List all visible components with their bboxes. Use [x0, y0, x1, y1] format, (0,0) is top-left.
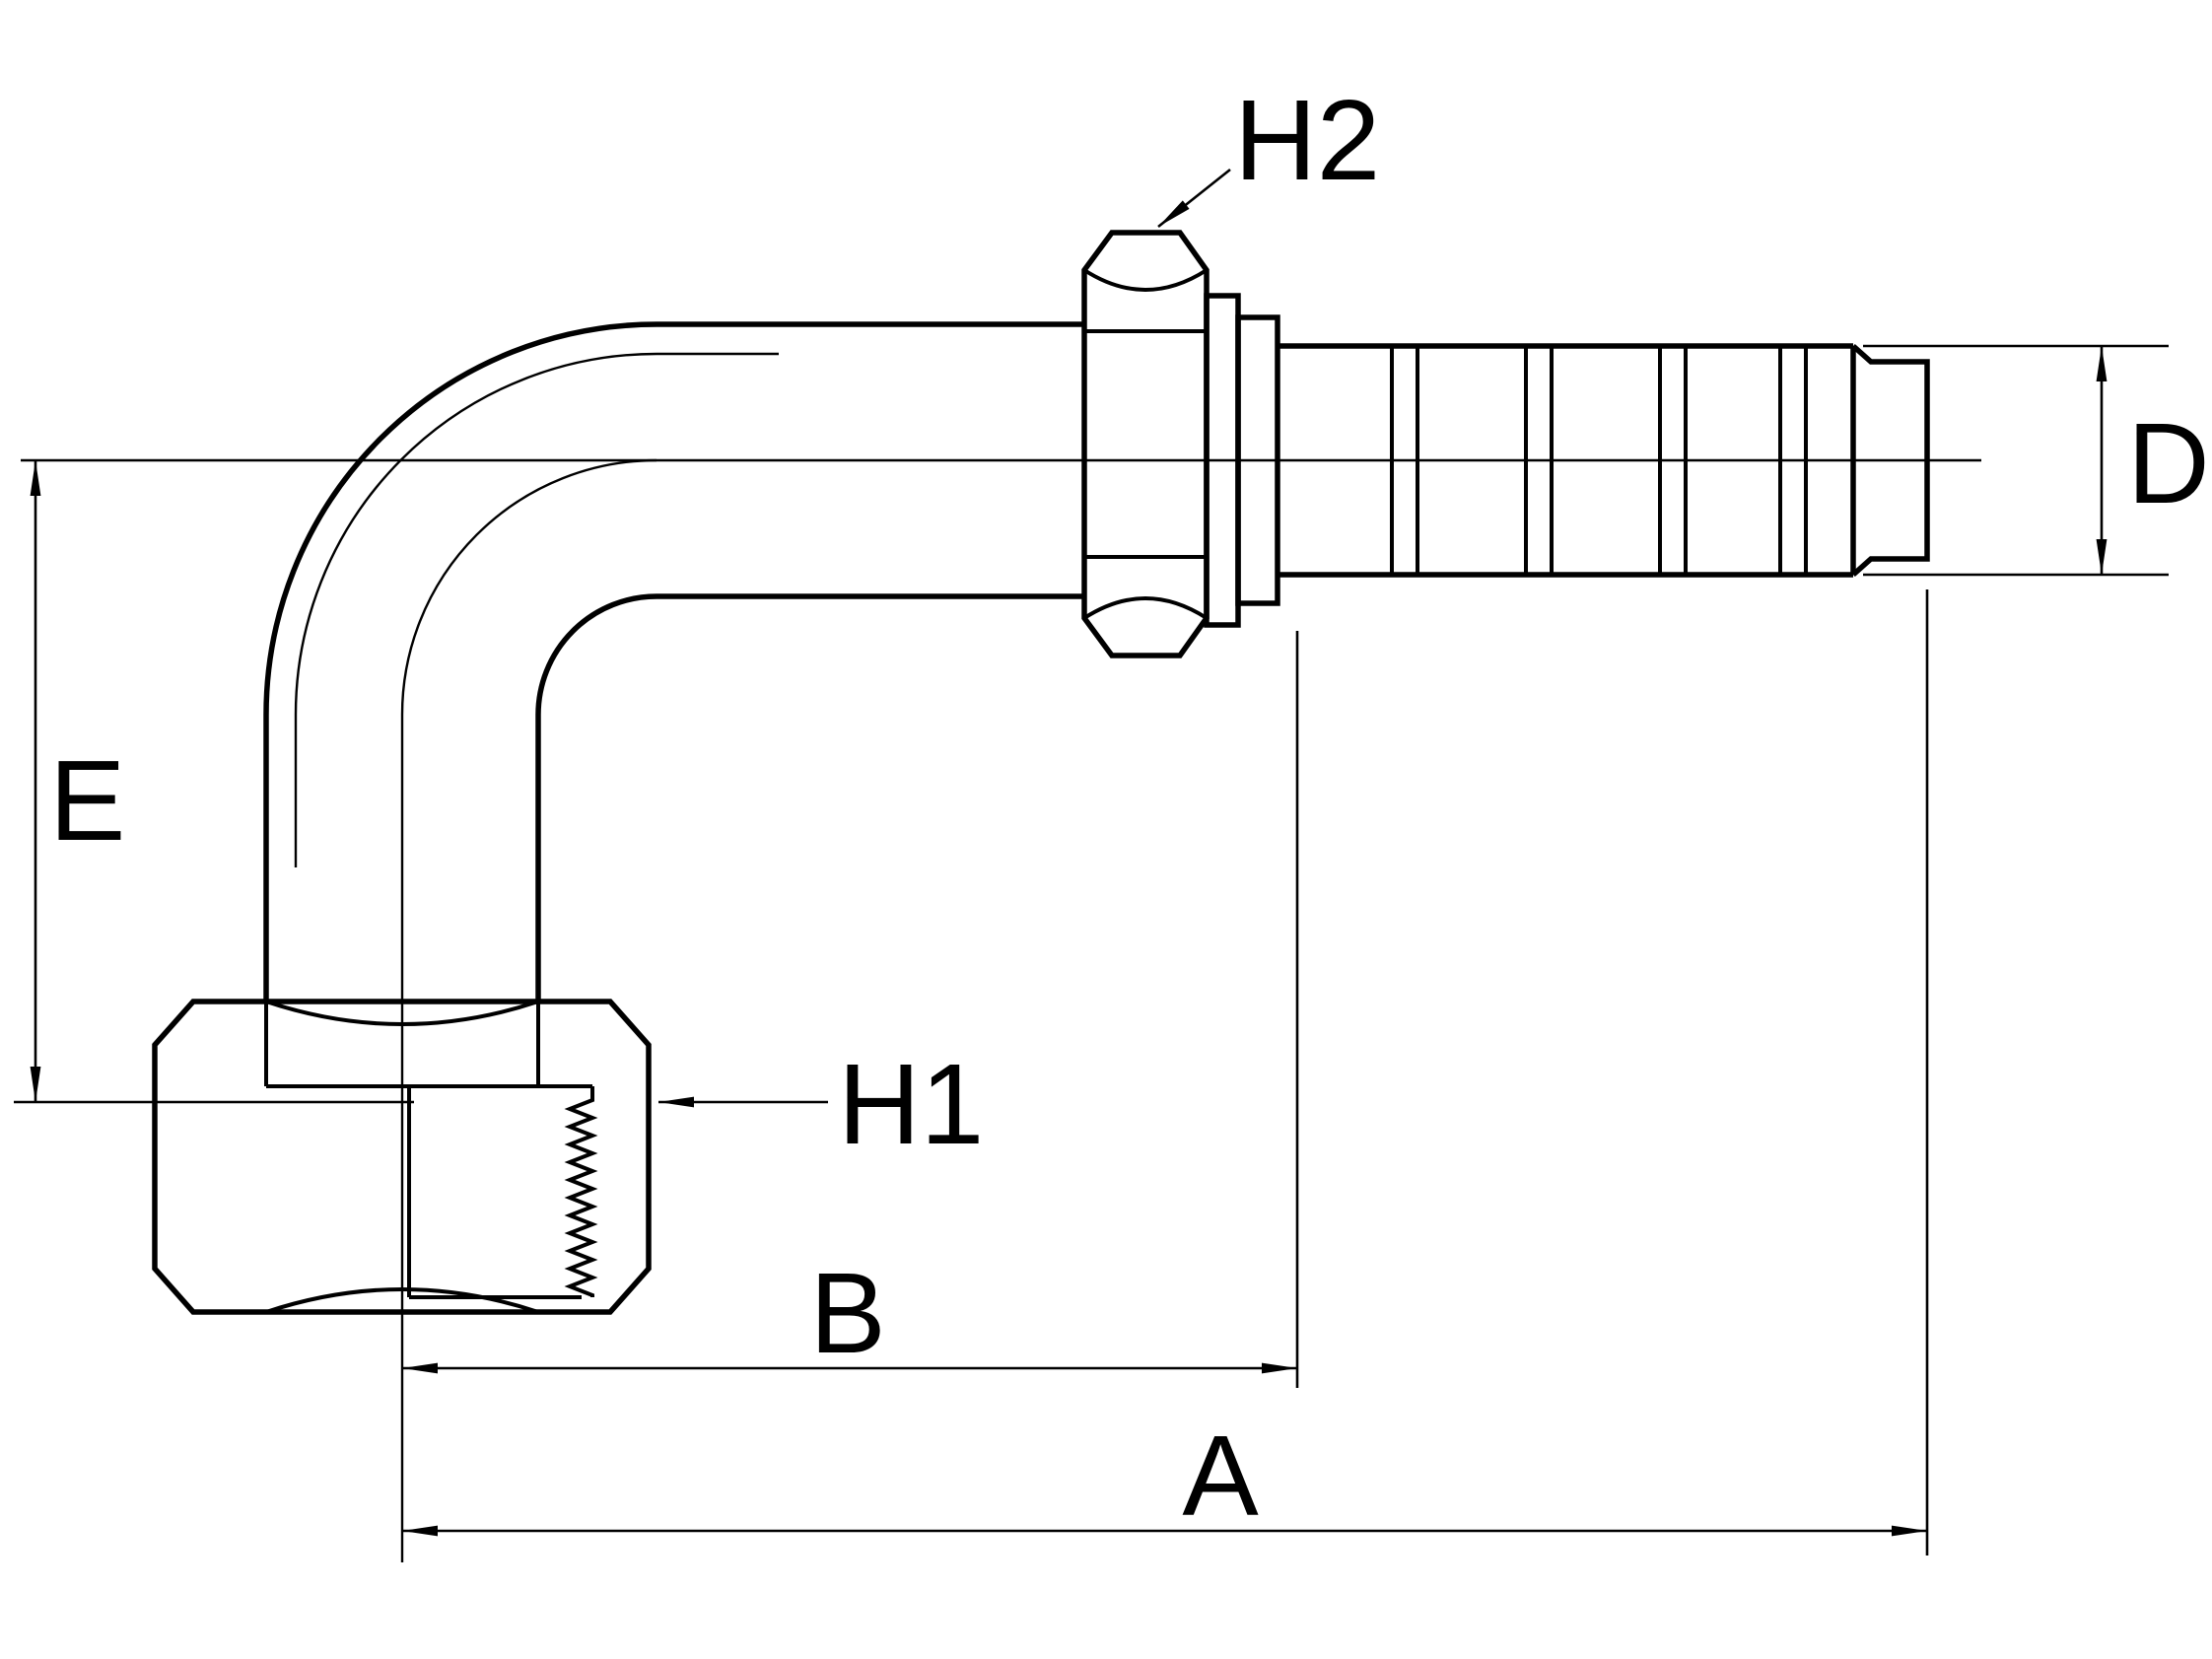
dimension-labels: H2 D E H1 B A [49, 76, 2210, 1540]
collar [1204, 293, 1280, 628]
label-h2: H2 [1234, 76, 1380, 204]
elbow-inner-edge [535, 593, 1084, 1002]
shank-edges [1278, 343, 1853, 578]
elbow-contour-line [294, 352, 779, 867]
shoulder-ring [1235, 314, 1280, 606]
hex-nut-outline [1081, 230, 1210, 658]
label-h1: H1 [838, 1040, 984, 1168]
shank-tip [1851, 343, 1930, 578]
label-b: B [809, 1249, 885, 1377]
elbow-tube [263, 321, 1084, 1002]
swivel-nut-chamfer-arcs [265, 1000, 539, 1314]
barb-grooves [1390, 346, 1808, 575]
centerlines [21, 458, 1981, 1562]
swivel-nut-outline [152, 999, 652, 1315]
label-e: E [49, 736, 125, 864]
dimensions [14, 168, 2169, 1555]
leader-h2 [1157, 168, 1231, 229]
label-a: A [1182, 1412, 1259, 1540]
hose-shank [1278, 343, 1930, 578]
fitting-drawing [14, 168, 2169, 1562]
elbow-outer-edge [263, 321, 1084, 1002]
dim-d-extensions [1863, 344, 2169, 577]
swivel-nut-h1 [152, 999, 652, 1315]
thread-bore-lines [266, 1084, 592, 1299]
tube-bore-lines [264, 1002, 540, 1086]
hex-nut-chamfer-arcs [1082, 268, 1209, 620]
internal-thread-zigzag [564, 1086, 598, 1297]
label-d: D [2127, 399, 2210, 527]
vertical-centerline [400, 458, 657, 1562]
hex-nut-facet-lines [1084, 329, 1207, 559]
hex-nut-h2 [1081, 230, 1210, 658]
